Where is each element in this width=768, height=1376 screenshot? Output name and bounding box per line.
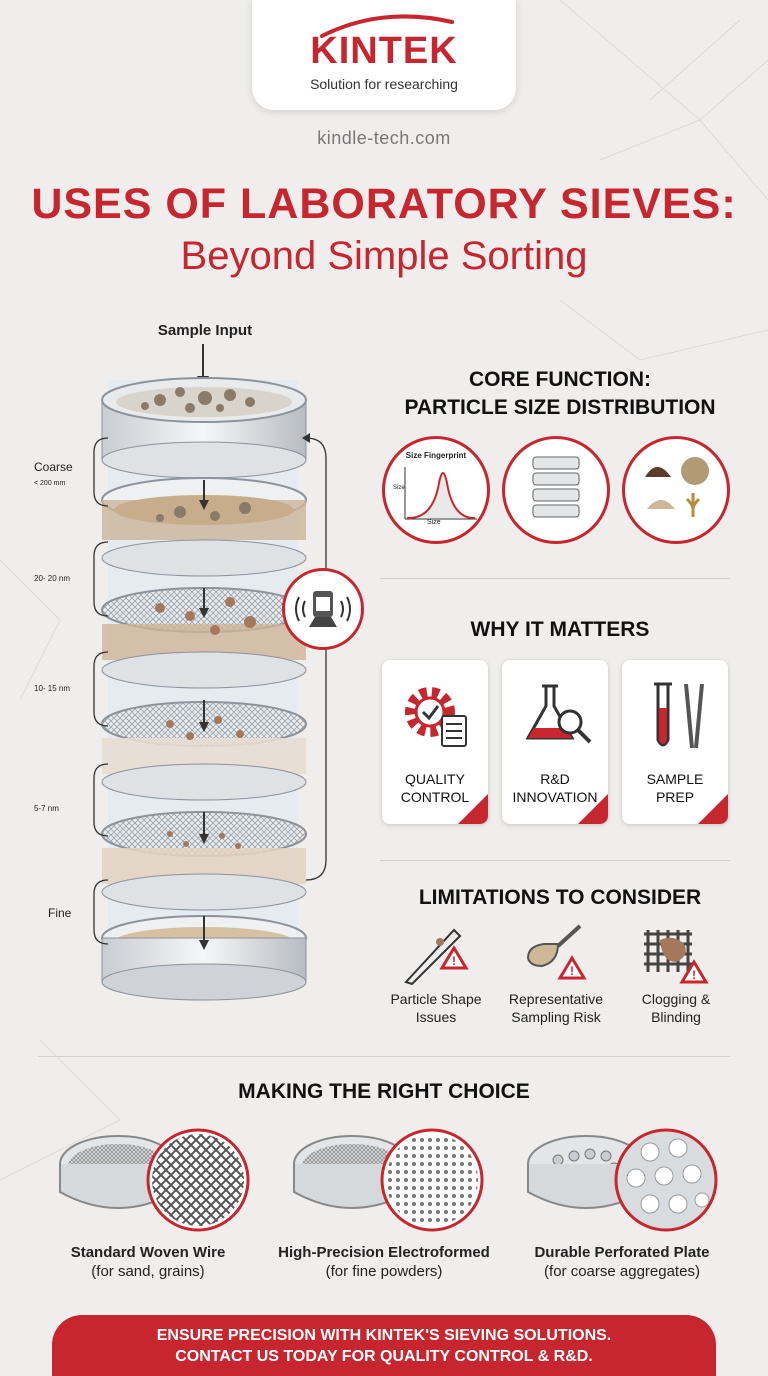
right-choice-heading: MAKING THE RIGHT CHOICE [238, 1080, 530, 1103]
brand-logo-text: KINTEK [310, 30, 458, 72]
electroformed-sieve-icon [293, 1128, 484, 1232]
collection-pan [101, 915, 307, 1001]
option-woven-wire-name: Standard Woven Wire [70, 1244, 226, 1261]
logo-swoosh [320, 14, 454, 38]
svg-text:!: ! [570, 964, 574, 978]
website-link[interactable]: kindle-tech.com [317, 128, 451, 148]
why-it-matters-heading: WHY IT MATTERS [470, 618, 650, 641]
sample-input-label: Sample Input [157, 322, 253, 339]
divider [380, 860, 730, 861]
cta-line-1: ENSURE PRECISION WITH KINTEK'S SIEVING S… [156, 1327, 612, 1344]
svg-text:!: ! [452, 954, 456, 968]
particle-shape-warning-icon: ! [404, 928, 469, 986]
test-tube-tweezers-icon [654, 682, 704, 749]
option-woven-wire-use: (for sand, grains) [91, 1263, 205, 1280]
page-title: USES OF LABORATORY SIEVES: [31, 180, 737, 228]
brand-tagline: Solution for researching [310, 76, 458, 92]
core-function-heading: CORE FUNCTION: [469, 368, 651, 391]
cta-line-2: CONTACT US TODAY FOR QUALITY CONTROL & R… [175, 1348, 593, 1365]
sieve-tier-4 [101, 700, 307, 801]
flask-magnifier-icon [525, 684, 592, 744]
option-perforated-use: (for coarse aggregates) [544, 1263, 700, 1280]
sieve-tier-3 [101, 587, 307, 689]
woven-wire-sieve-icon [59, 1128, 250, 1232]
shaker-icon [282, 568, 364, 650]
core-function-subheading: PARTICLE SIZE DISTRIBUTION [404, 396, 716, 419]
sieve-tier-5 [101, 811, 307, 911]
size-label-coarse: Coarse < 200 mm [34, 460, 73, 487]
divider [38, 1056, 730, 1057]
limitation-clogging: Clogging &Blinding [641, 991, 711, 1025]
option-electroformed-use: (for fine powders) [325, 1263, 443, 1280]
cta-banner[interactable]: ENSURE PRECISION WITH KINTEK'S SIEVING S… [52, 1315, 716, 1376]
perforated-plate-sieve-icon [527, 1128, 718, 1232]
limitations-heading: LIMITATIONS TO CONSIDER [418, 886, 702, 909]
option-perforated-name: Durable Perforated Plate [534, 1244, 710, 1261]
logo-card: KINTEK Solution for researching [252, 0, 516, 110]
divider [380, 578, 730, 579]
option-electroformed-name: High-Precision Electroformed [278, 1244, 490, 1261]
size-fingerprint-chart-icon: Size Fingerprint Size Size [382, 436, 490, 544]
size-label-2: 20- 20 nm [34, 574, 71, 583]
sampling-scoop-warning-icon: ! [526, 924, 587, 980]
sieve-stack-diagram [93, 344, 327, 1001]
size-label-fine: Fine [48, 906, 72, 920]
gear-checklist-icon [405, 687, 467, 747]
sieve-stack-icon [502, 436, 610, 544]
size-label-3: 10- 15 nm [34, 684, 71, 693]
page-subtitle: Beyond Simple Sorting [180, 234, 588, 278]
svg-text:!: ! [692, 968, 696, 982]
size-label-4: 5-7 nm [34, 804, 59, 813]
material-samples-icon [622, 436, 730, 544]
sieve-tier-2 [101, 477, 307, 577]
clogged-mesh-warning-icon: ! [644, 930, 709, 984]
sieve-tier-1 [101, 377, 307, 479]
